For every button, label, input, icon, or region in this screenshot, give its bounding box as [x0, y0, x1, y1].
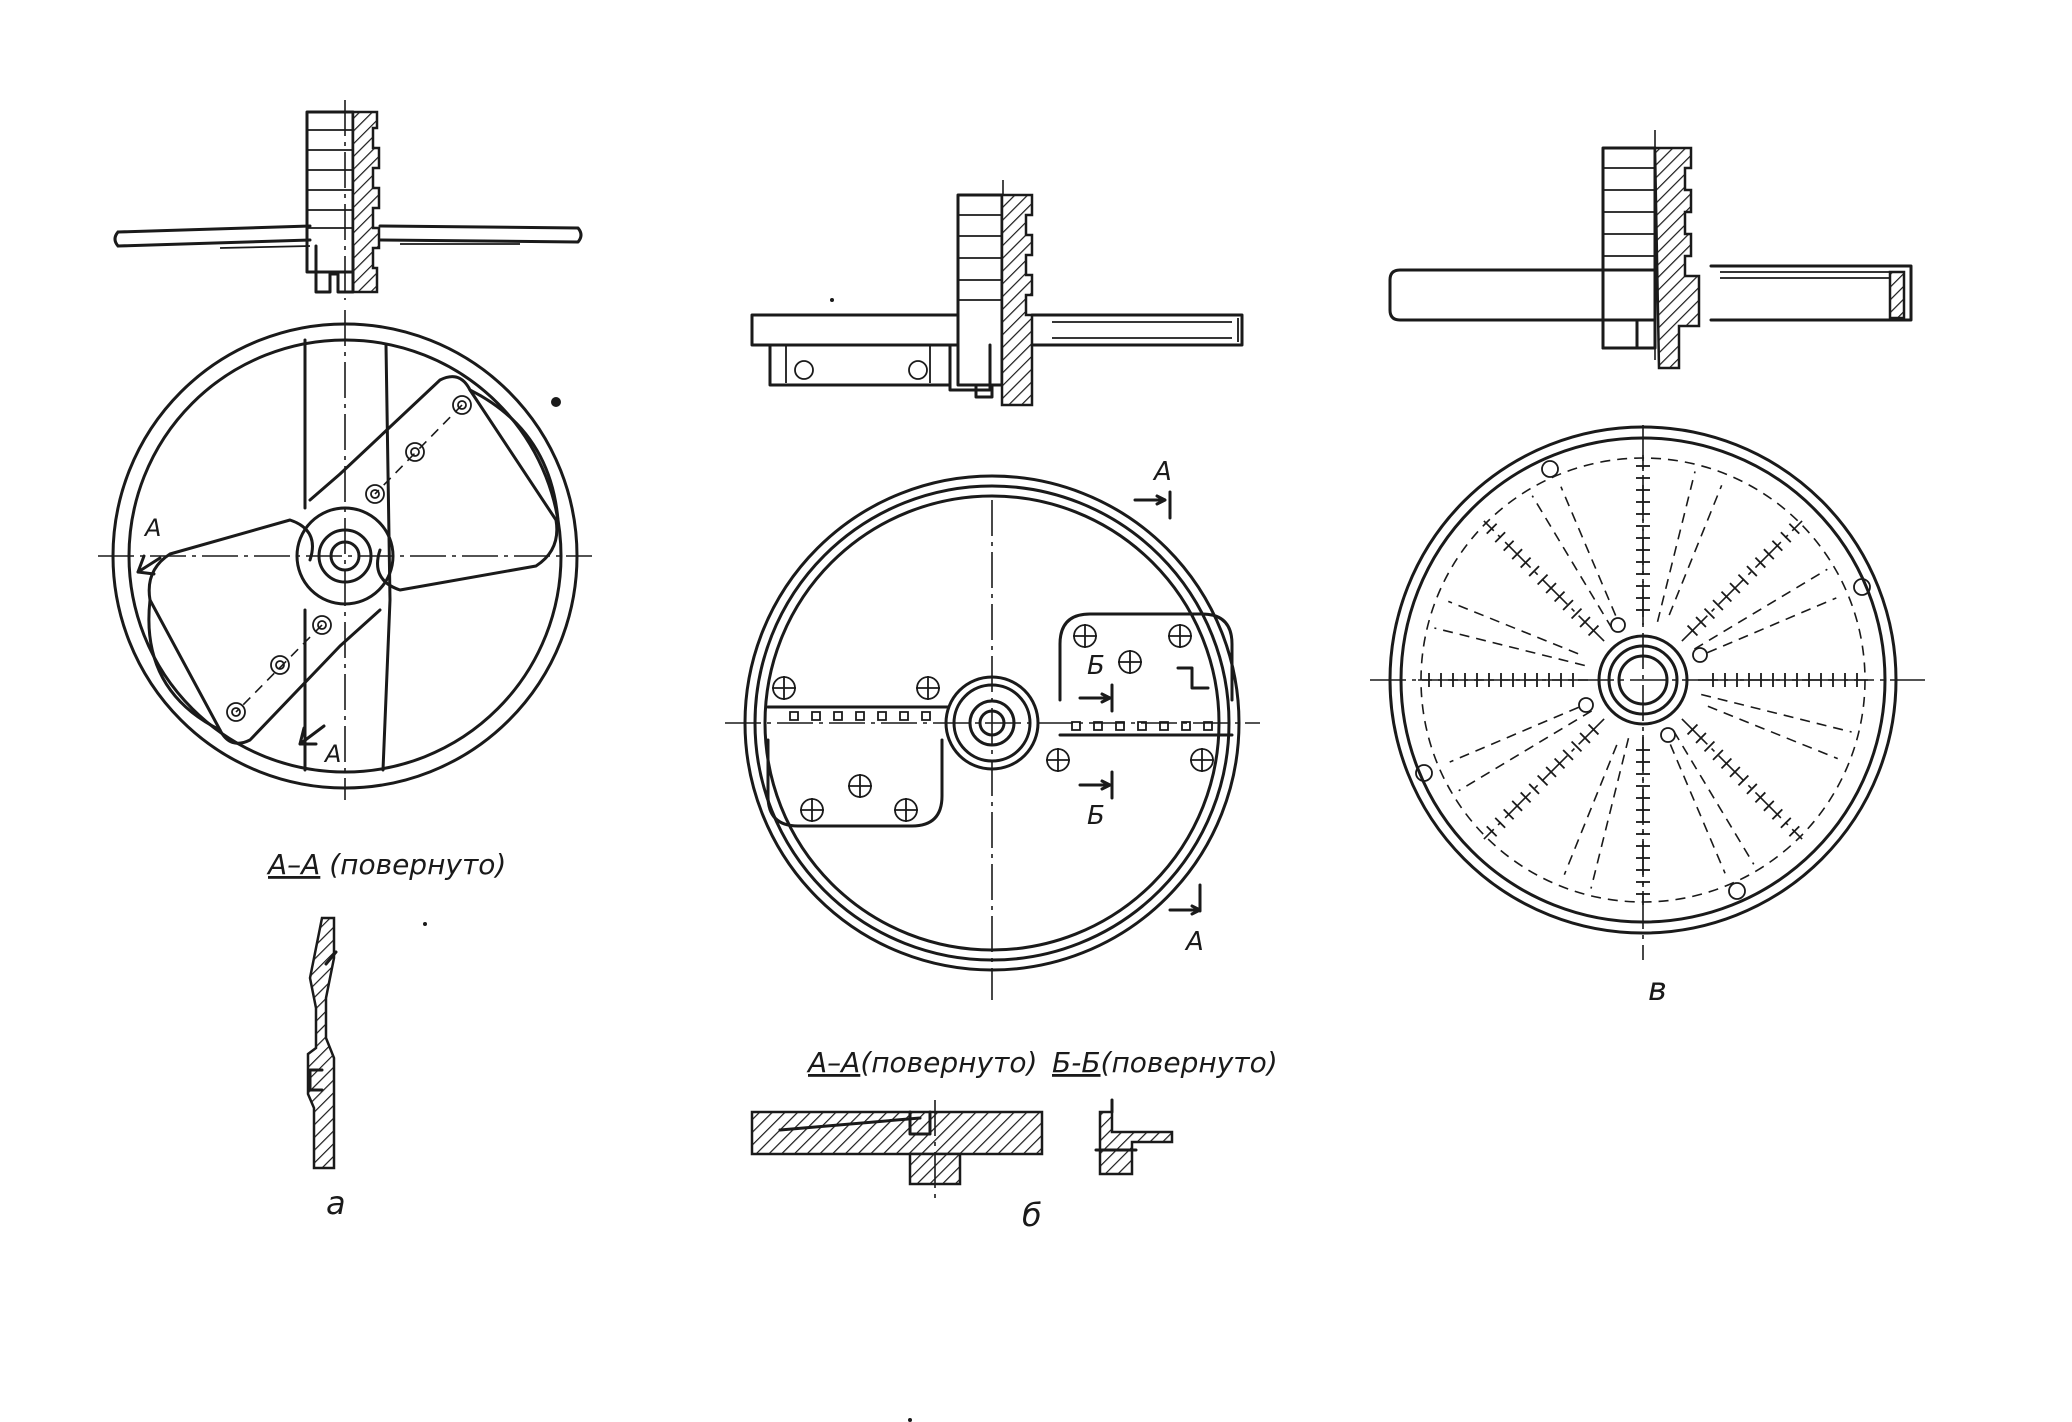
disc-c-holes	[1415, 460, 1871, 900]
disc-a-bolts	[226, 395, 472, 722]
disc-b-section-bb-label: Б-Б(повернуто)	[1052, 1046, 1278, 1079]
disc-b-cut-a-bottom: А	[1184, 927, 1204, 957]
disc-a-plan-view: А А	[98, 310, 592, 800]
disc-c-caption: в	[1648, 970, 1667, 1008]
disc-b-sections: А–А(повернуто) Б-Б(повернуто) б	[750, 1046, 1278, 1234]
disc-a: А А А–А (повернуто) а	[98, 100, 592, 1222]
disc-b-section-aa-label: А–А(повернуто)	[806, 1046, 1037, 1079]
disc-a-section: А–А (повернуто) а	[266, 848, 506, 1222]
disc-a-section-label: А–А (повернуто)	[266, 848, 506, 881]
disc-b-bolts	[772, 624, 1214, 822]
disc-c-side-view	[1388, 130, 1913, 370]
disc-a-cut-label-1: А	[143, 514, 161, 542]
disc-b-cut-b-bottom: Б	[1087, 801, 1105, 831]
disc-c: в	[1370, 130, 1925, 1008]
disc-b: А А Б Б А–А(повернуто) Б-Б(повернуто) б	[725, 180, 1278, 1234]
disc-a-caption: а	[326, 1184, 346, 1222]
disc-b-cut-a-top: А	[1152, 457, 1172, 487]
disc-a-side-view	[113, 100, 583, 300]
disc-b-caption: б	[1022, 1196, 1042, 1234]
disc-c-grating-ribs	[1418, 455, 1868, 905]
disc-c-plan-view: в	[1370, 425, 1925, 1008]
disc-b-cut-b-top: Б	[1087, 651, 1105, 681]
disc-a-cut-label-2: А	[323, 740, 341, 768]
disc-b-plan-view: А А Б Б	[725, 457, 1260, 1000]
disc-b-side-view	[750, 180, 1244, 407]
